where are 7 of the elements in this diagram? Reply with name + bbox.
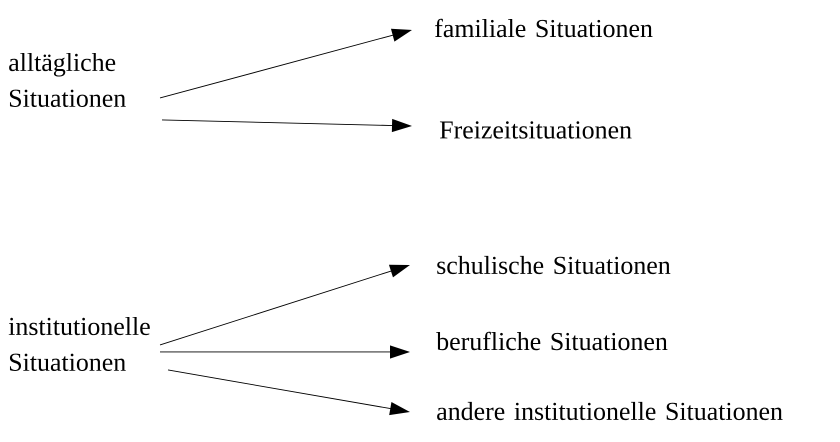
situation-label: familiale Situationen xyxy=(435,18,653,38)
situation-label: schulische Situationen xyxy=(437,256,670,274)
situation-label: andere institutionelle Situationen xyxy=(437,402,783,420)
situation-label: institutionelle Situationen xyxy=(8,316,150,372)
situation-label: berufliche Situationen xyxy=(436,332,668,350)
situation-label: Freizeitsituationen xyxy=(440,121,632,139)
situation-label: alltägliche Situationen xyxy=(9,52,126,108)
